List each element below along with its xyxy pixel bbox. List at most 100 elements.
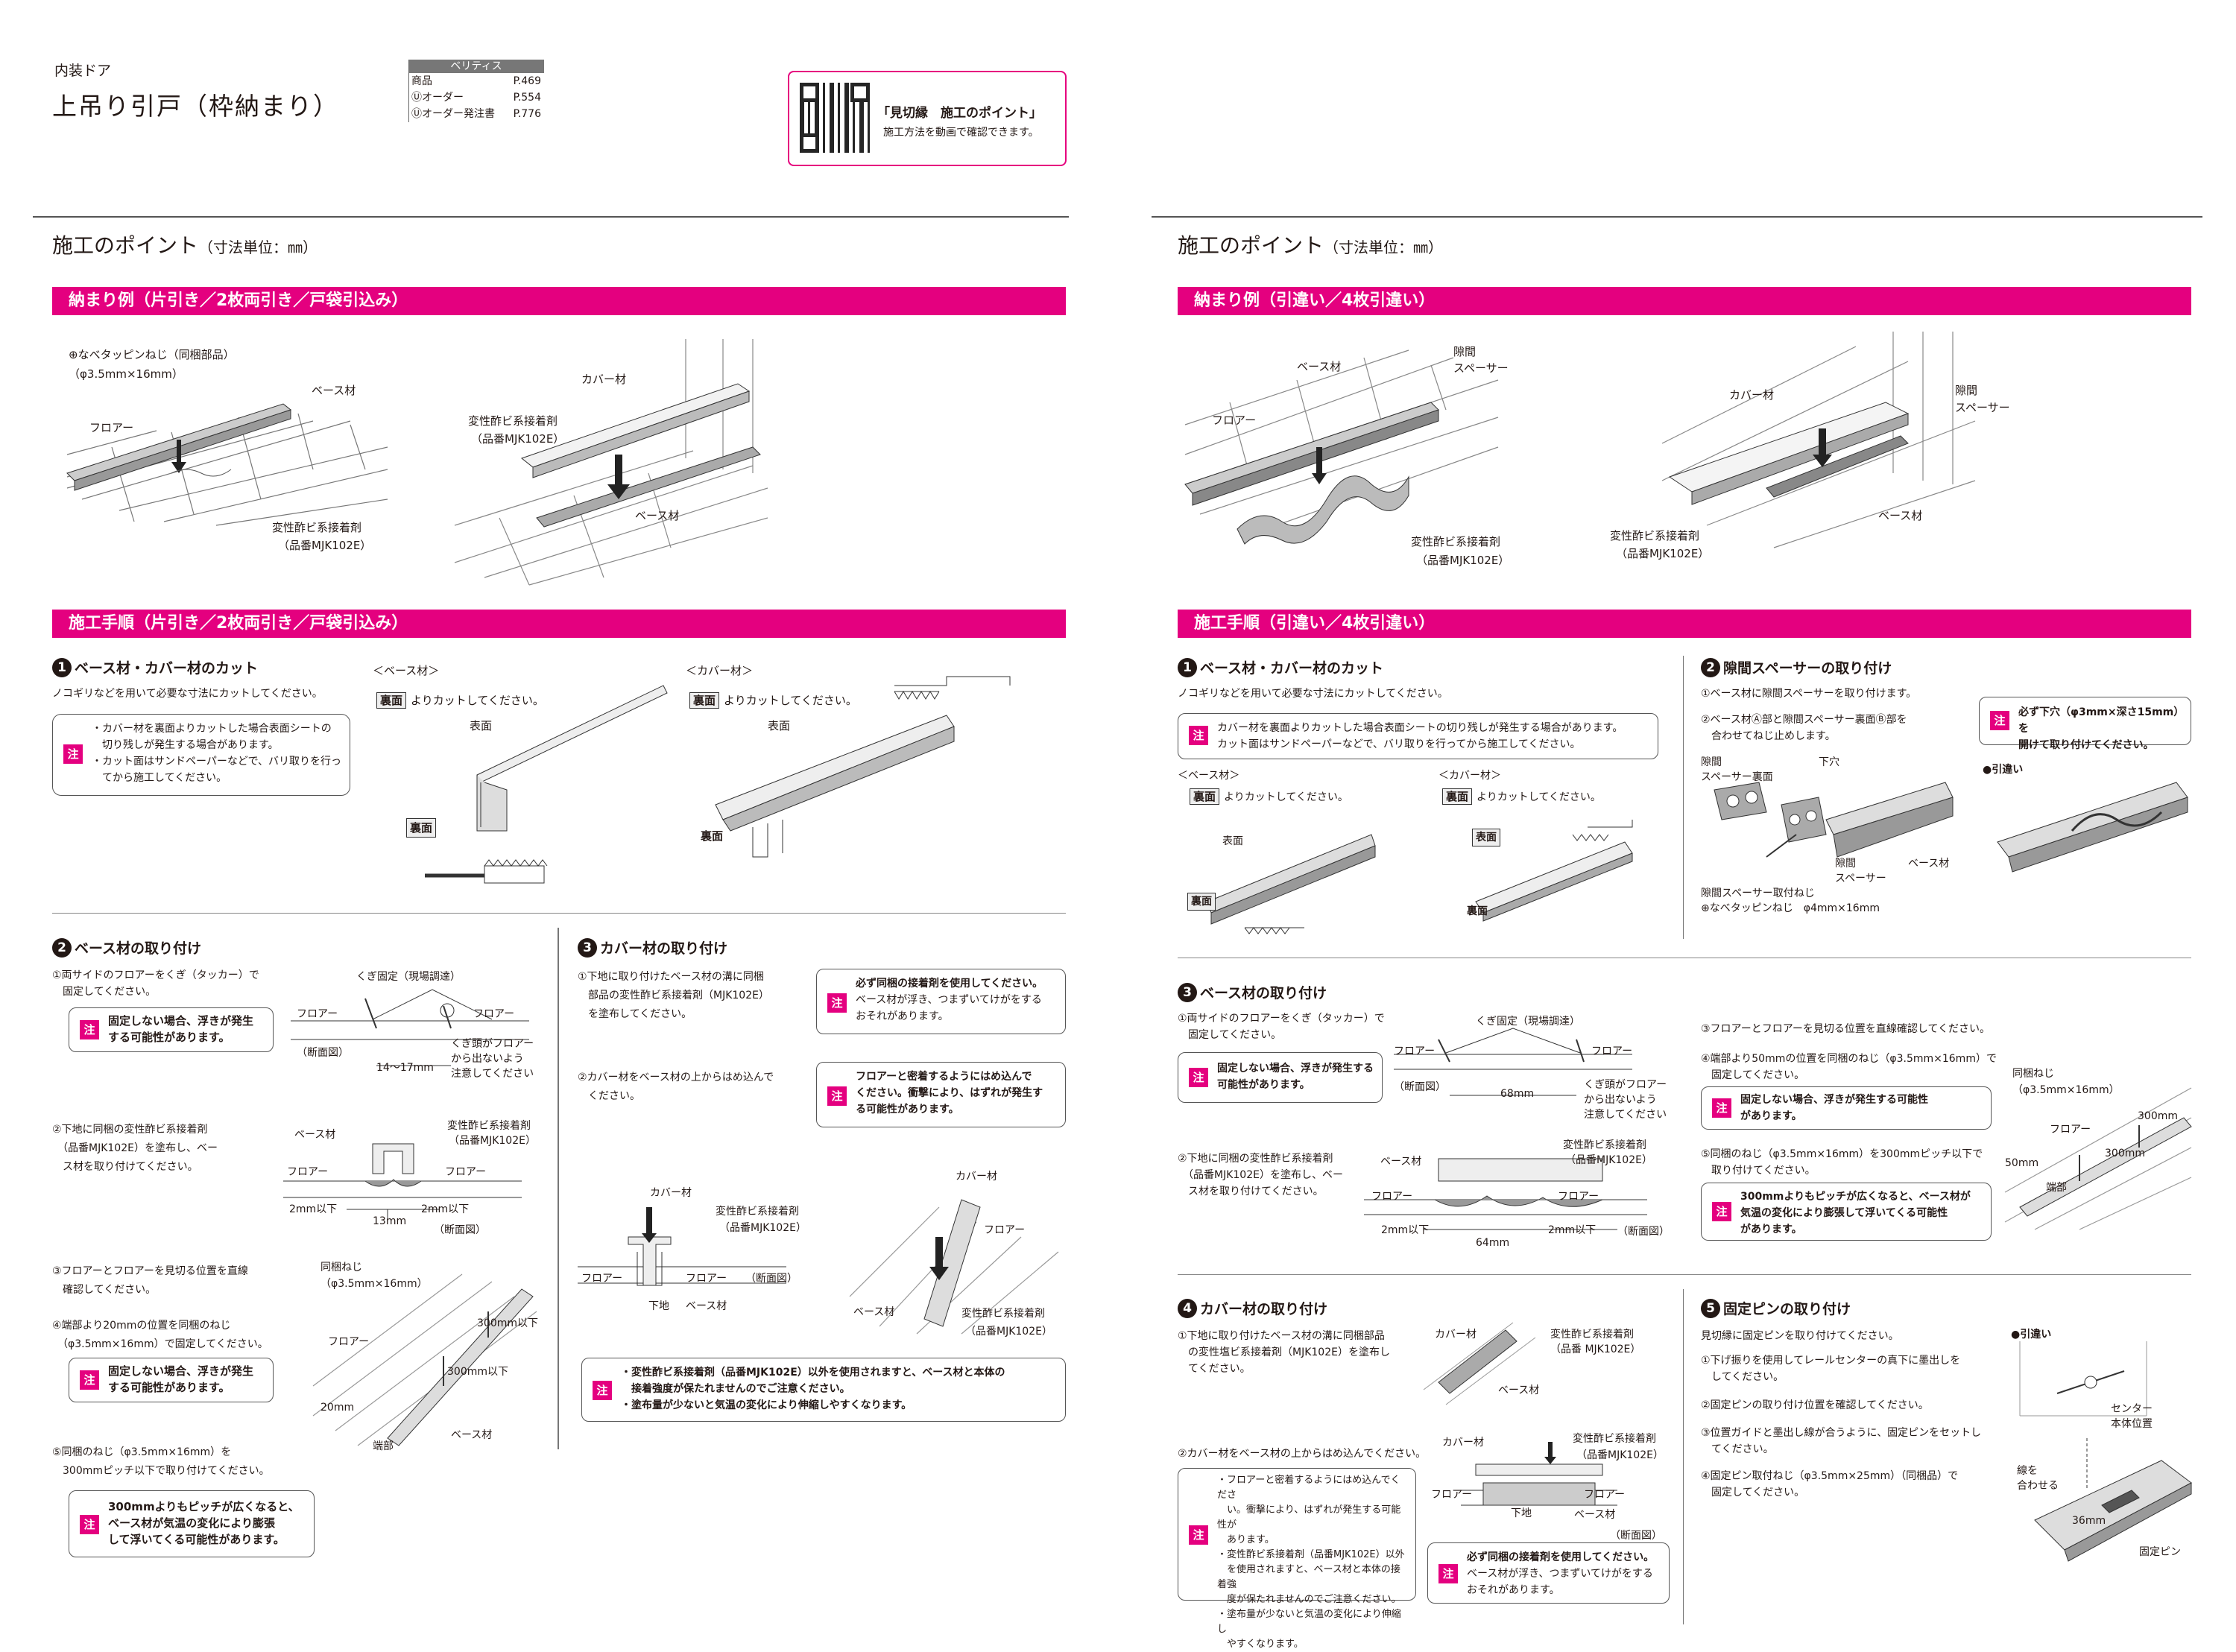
label-adhesive: 変性酢ビ系接着剤 bbox=[1550, 1329, 1634, 1341]
label-adhesive-code: （品番MJK102E） bbox=[719, 1222, 806, 1234]
label-base: ベース材 bbox=[686, 1300, 727, 1312]
bar-procedure-left: 施工手順（片引き／2枚両引き／戸袋引込み） bbox=[52, 610, 1066, 638]
label-cover: カバー材 bbox=[1729, 388, 1775, 402]
section-title-right: 施工のポイント（寸法単位：㎜） bbox=[1178, 233, 1444, 258]
step-text: 固定してください。 bbox=[1701, 1487, 1805, 1498]
label-nail: くぎ固定（現場調達） bbox=[356, 971, 461, 983]
caution-note: 注 300mmよりもピッチが広くなると、ベース材が気温の変化により膨張して浮いて… bbox=[69, 1490, 315, 1557]
label-pin: 固定ピン bbox=[2139, 1546, 2181, 1558]
label-sliding: ●引違い bbox=[1983, 764, 2024, 776]
label-screw: 隙間スペーサー取付ねじ bbox=[1701, 887, 1815, 899]
step-text: ②下地に同梱の変性酢ビ系接着剤 bbox=[52, 1124, 208, 1136]
label-floor: フロアー bbox=[287, 1166, 329, 1178]
step-text: ③フロアーとフロアーを見切る位置を直線 bbox=[52, 1265, 248, 1277]
label-adhesive-code: （品番MJK102E） bbox=[1565, 1154, 1652, 1166]
step-text: を塗布してください。 bbox=[578, 1008, 692, 1020]
step-text: ⑤同梱のねじ（φ3.5mm×16mm）を300mmピッチ以下で bbox=[1701, 1148, 1983, 1160]
dimension: 2mm以下 bbox=[289, 1203, 338, 1215]
label-screw: 同梱ねじ bbox=[320, 1262, 362, 1273]
step-text: ④固定ピン取付ねじ（φ3.5mm×25mm）（同梱品）で bbox=[1701, 1470, 1959, 1482]
label-gap: 隙間 bbox=[1835, 858, 1856, 870]
label-adhesive: 変性酢ビ系接着剤 bbox=[1610, 529, 1700, 542]
label-cover: カバー材 bbox=[1435, 1329, 1477, 1341]
label-adhesive: 変性酢ビ系接着剤 bbox=[468, 414, 558, 428]
step-text: ①両サイドのフロアーをくぎ（タッカー）で bbox=[1178, 1013, 1385, 1025]
step-text: ス材を取り付けてください。 bbox=[52, 1161, 198, 1173]
dimension: 300mm bbox=[2138, 1110, 2178, 1122]
label-adhesive: 変性酢ビ系接着剤 bbox=[447, 1120, 531, 1132]
caution-note: 注 ・変性酢ビ系接着剤（品番MJK102E）以外を使用されますと、ベース材と本体… bbox=[581, 1358, 1066, 1422]
label-floor: フロアー bbox=[1212, 414, 1257, 427]
label-cover: カバー材 bbox=[650, 1187, 692, 1199]
label-screw: 同梱ねじ bbox=[2012, 1068, 2054, 1080]
dimension: 68mm bbox=[1500, 1088, 1535, 1100]
label-adhesive-code: （品番 MJK102E） bbox=[1550, 1344, 1641, 1355]
label-base: ベース材 bbox=[635, 509, 680, 522]
category-label: 内装ドア bbox=[54, 63, 112, 79]
label-adhesive: 変性酢ビ系接着剤 bbox=[1411, 535, 1501, 548]
step-text: の変性塩ビ系接着剤（MJK102E）を塗布し bbox=[1178, 1346, 1390, 1358]
label-sliding: ●引違い bbox=[2011, 1329, 2052, 1341]
label-floor: フロアー bbox=[328, 1336, 370, 1348]
label-base: ベース材 bbox=[451, 1429, 493, 1441]
label-spacer: スペーサー bbox=[1835, 873, 1886, 884]
label-subfloor: 下地 bbox=[1511, 1507, 1532, 1519]
caution-note: 注 固定しない場合、浮きが発生する可能性があります。 bbox=[1178, 1052, 1383, 1103]
label-body-position: 本体位置 bbox=[2111, 1418, 2153, 1430]
label-base: ベース材 bbox=[294, 1129, 336, 1141]
illustration-nail-section bbox=[291, 989, 529, 1066]
note-nailhead: 注意してください bbox=[1584, 1109, 1667, 1121]
step-text: ①下地に取り付けたベース材の溝に同梱 bbox=[578, 971, 764, 983]
qr-video-box[interactable]: 「見切縁 施工のポイント」 施工方法を動画で確認できます。 bbox=[788, 71, 1067, 166]
label-floor: フロアー bbox=[473, 1008, 515, 1020]
label-end: 端部 bbox=[2046, 1182, 2067, 1194]
label-floor: フロアー bbox=[686, 1273, 727, 1285]
caution-note: 注 フロアーと密着するようにはめ込んでください。衝撃により、はずれが発生する可能… bbox=[816, 1062, 1066, 1127]
label-cover: カバー材 bbox=[581, 373, 627, 386]
label-line: 線を bbox=[2017, 1465, 2038, 1477]
caution-note: 注 固定しない場合、浮きが発生する可能性があります。 bbox=[69, 1358, 274, 1402]
caution-note: 注 ・フロアーと密着するようにはめ込んでくださ い。衝撃により、はずれが発生する… bbox=[1178, 1468, 1416, 1650]
qr-code-icon[interactable] bbox=[800, 83, 870, 153]
label-floor: フロアー bbox=[1591, 1045, 1633, 1057]
label-section: （断面図） bbox=[434, 1224, 486, 1236]
illustration-base-section bbox=[1364, 1158, 1647, 1230]
label-base: ベース材 bbox=[312, 384, 356, 397]
caption-base: ＜ベース材＞ bbox=[373, 664, 440, 677]
label-floor: フロアー bbox=[1558, 1191, 1599, 1203]
divider bbox=[33, 216, 1069, 218]
label-section: （断面図） bbox=[745, 1273, 798, 1285]
caution-mark: 注 bbox=[80, 1515, 99, 1534]
illustration-cover-cut bbox=[1475, 820, 1633, 922]
illustration-example-3 bbox=[1184, 349, 1499, 545]
note-nailhead: くぎ頭がフロアー bbox=[451, 1038, 534, 1050]
dimension: 300mm以下 bbox=[477, 1317, 538, 1329]
label-end: 端部 bbox=[373, 1440, 394, 1452]
step-text: 固定してください。 bbox=[1178, 1029, 1282, 1041]
label-screw-size: ⊕なべタッピンねじ φ4mm×16mm bbox=[1701, 902, 1880, 914]
dimension: 14～17mm bbox=[376, 1062, 434, 1074]
label-center: センター bbox=[2111, 1403, 2153, 1415]
label-align: 合わせる bbox=[2017, 1480, 2059, 1492]
label-gap: 隙間 bbox=[1453, 345, 1477, 358]
label-screw-size: （φ3.5mm×16mm） bbox=[2012, 1084, 2120, 1096]
illustration-screw-pitch bbox=[2004, 1087, 2192, 1230]
label-floor: フロアー bbox=[297, 1008, 338, 1020]
step-text: ②固定ピンの取り付け位置を確認してください。 bbox=[1701, 1399, 1929, 1411]
step-text: 固定してください。 bbox=[1701, 1069, 1805, 1081]
caution-mark: 注 bbox=[1189, 1068, 1208, 1087]
label-floor: フロアー bbox=[1584, 1489, 1626, 1501]
dimension: 300mm以下 bbox=[447, 1366, 508, 1378]
step-text: ②カバー材をベース材の上からはめ込んで bbox=[578, 1072, 774, 1083]
ref-head: ベリティス bbox=[408, 60, 544, 73]
qr-subtitle: 施工方法を動画で確認できます。 bbox=[883, 127, 1039, 139]
label-base: ベース材 bbox=[1297, 360, 1342, 373]
label-adhesive-code: （品番MJK102E） bbox=[965, 1326, 1052, 1338]
caption-cover: ＜カバー材＞ bbox=[1438, 770, 1501, 782]
note-nailhead: くぎ頭がフロアー bbox=[1584, 1079, 1667, 1091]
